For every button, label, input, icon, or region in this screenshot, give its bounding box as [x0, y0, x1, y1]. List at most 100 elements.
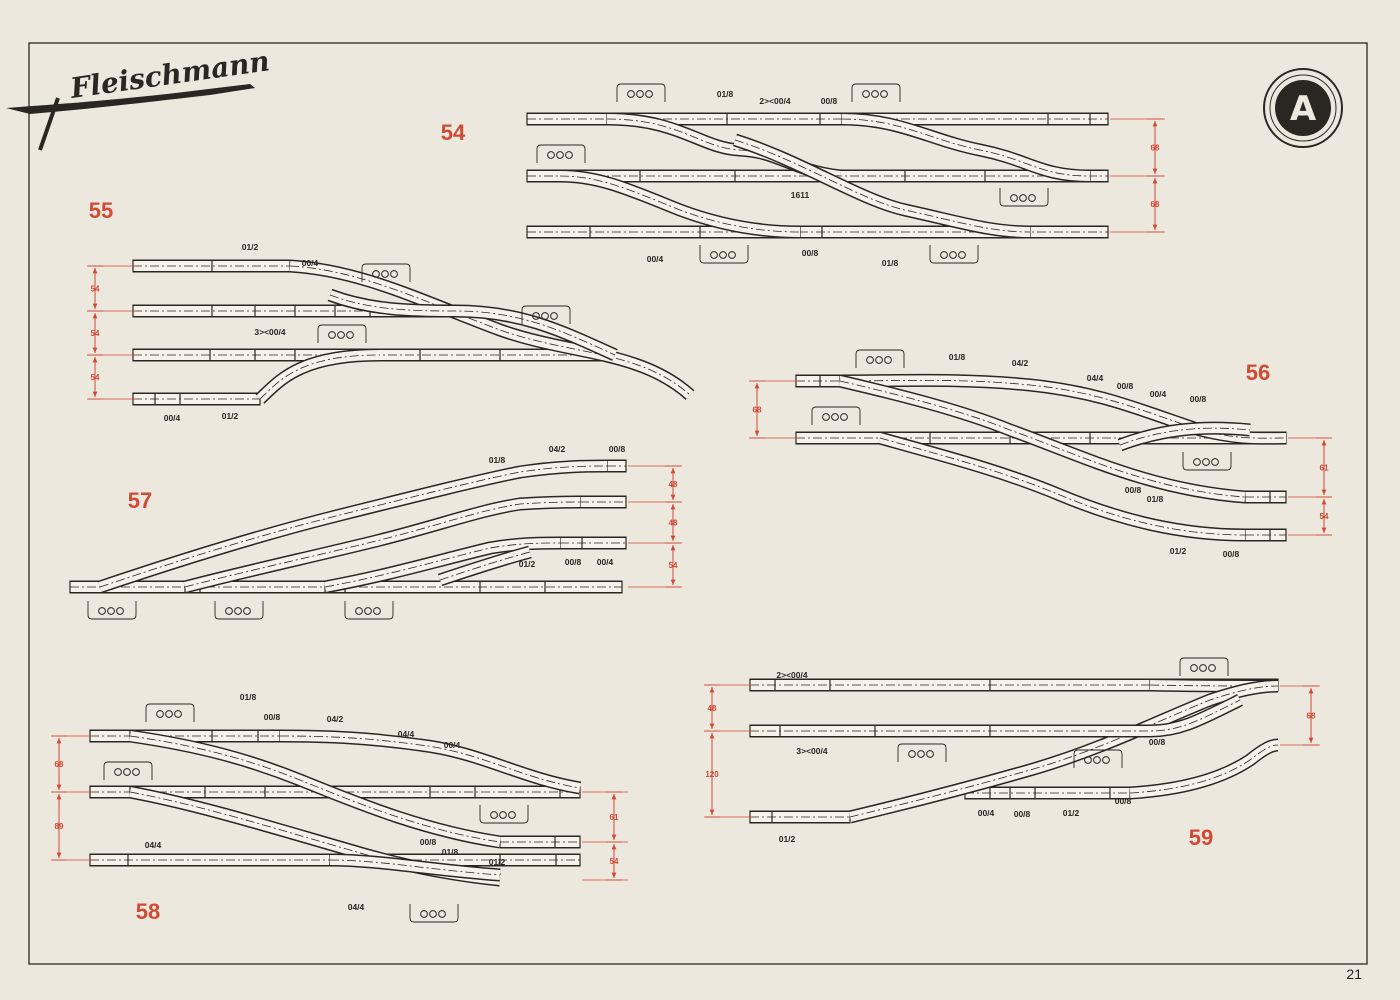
dimension-label: 89 — [55, 822, 64, 831]
signal-box — [855, 349, 905, 368]
track-label: 01/2 — [489, 857, 506, 867]
track-label: 2><00/4 — [776, 670, 807, 680]
signal-lamp — [490, 811, 498, 819]
signal-lamp — [123, 768, 131, 776]
signal-lamp — [556, 151, 564, 159]
signal-icon — [929, 245, 979, 264]
signal-lamp — [499, 811, 507, 819]
signal-lamp — [547, 151, 555, 159]
signal-icon — [317, 324, 367, 343]
signal-lamp — [420, 910, 428, 918]
dimension-label: 54 — [610, 857, 619, 866]
signal-box — [521, 305, 571, 324]
track-label: 3><00/4 — [796, 746, 827, 756]
track-label: 1611 — [791, 190, 810, 200]
signal-box — [1179, 657, 1229, 676]
signal-lamp — [243, 607, 251, 615]
signal-icon — [479, 805, 529, 824]
signal-box — [409, 904, 459, 923]
signal-lamp — [328, 331, 336, 339]
layout-58-number: 58 — [136, 899, 160, 924]
dimension-label: 68 — [1151, 144, 1160, 153]
track-label: 00/4 — [647, 254, 664, 264]
signal-lamp — [364, 607, 372, 615]
dimension-label: 61 — [1320, 464, 1329, 473]
signal-lamp — [165, 710, 173, 718]
layout-54-number: 54 — [441, 120, 466, 145]
signal-box — [999, 188, 1049, 207]
signal-icon — [999, 188, 1049, 207]
signal-icon — [536, 144, 586, 163]
signal-lamp — [1190, 664, 1198, 672]
signal-lamp — [1010, 194, 1018, 202]
track-label: 00/8 — [420, 837, 437, 847]
track-bed — [279, 731, 581, 793]
signal-icon — [1073, 749, 1123, 768]
track-centerline — [99, 465, 608, 588]
signal-lamp — [508, 811, 516, 819]
signal-icon — [851, 83, 901, 102]
layout-56-number: 56 — [1246, 360, 1270, 385]
signal-lamp — [390, 270, 398, 278]
signal-lamp — [636, 90, 644, 98]
track-label: 00/8 — [1149, 737, 1166, 747]
signal-lamp — [225, 607, 233, 615]
signal-box — [317, 324, 367, 343]
track-centerline — [839, 380, 1246, 498]
signal-lamp — [1028, 194, 1036, 202]
track-label: 04/2 — [1012, 358, 1029, 368]
signal-lamp — [880, 90, 888, 98]
track-centerline — [184, 501, 581, 588]
track-label: 01/2 — [1063, 808, 1080, 818]
signal-box — [479, 805, 529, 824]
signal-box — [361, 263, 411, 282]
track-label: 04/4 — [348, 902, 365, 912]
track-label: 00/8 — [1115, 796, 1132, 806]
track-bed — [289, 261, 694, 399]
signal-lamp — [1208, 664, 1216, 672]
track-centerline — [324, 542, 561, 588]
signal-lamp — [958, 251, 966, 259]
signal-lamp — [926, 750, 934, 758]
dimension-label: 54 — [91, 329, 100, 338]
signal-box — [536, 144, 586, 163]
track-centerline — [1129, 744, 1279, 794]
track-label: 00/8 — [1014, 809, 1031, 819]
signal-lamp — [917, 750, 925, 758]
signal-icon — [145, 703, 195, 722]
signal-lamp — [627, 90, 635, 98]
signal-icon — [361, 263, 411, 282]
signal-lamp — [908, 750, 916, 758]
signal-lamp — [710, 251, 718, 259]
track-label: 00/4 — [1150, 389, 1167, 399]
track-label: 00/4 — [597, 557, 614, 567]
track-label: 00/8 — [821, 96, 838, 106]
signal-icon — [897, 743, 947, 762]
signal-icon — [103, 761, 153, 780]
signal-lamp — [372, 270, 380, 278]
signal-icon — [87, 601, 137, 620]
signal-lamp — [940, 251, 948, 259]
track-centerline — [839, 379, 1287, 439]
track-label: 00/4 — [164, 413, 181, 423]
signal-box — [344, 601, 394, 620]
dimension-label: 68 — [753, 406, 762, 415]
track-centerline — [129, 735, 501, 843]
signal-lamp — [866, 356, 874, 364]
track-label: 3><00/4 — [254, 327, 285, 337]
track-label: 04/4 — [1087, 373, 1104, 383]
track-centerline — [1119, 427, 1251, 446]
signal-box — [1182, 452, 1232, 471]
layout-57-number: 57 — [128, 488, 152, 513]
track-label: 00/8 — [802, 248, 819, 258]
signal-lamp — [381, 270, 389, 278]
badge-a-icon: A — [1263, 68, 1343, 148]
signal-lamp — [949, 251, 957, 259]
track-label: 01/8 — [442, 847, 459, 857]
track-centerline — [879, 437, 1246, 536]
signal-lamp — [116, 607, 124, 615]
signal-lamp — [862, 90, 870, 98]
track-label: 01/8 — [489, 455, 506, 465]
